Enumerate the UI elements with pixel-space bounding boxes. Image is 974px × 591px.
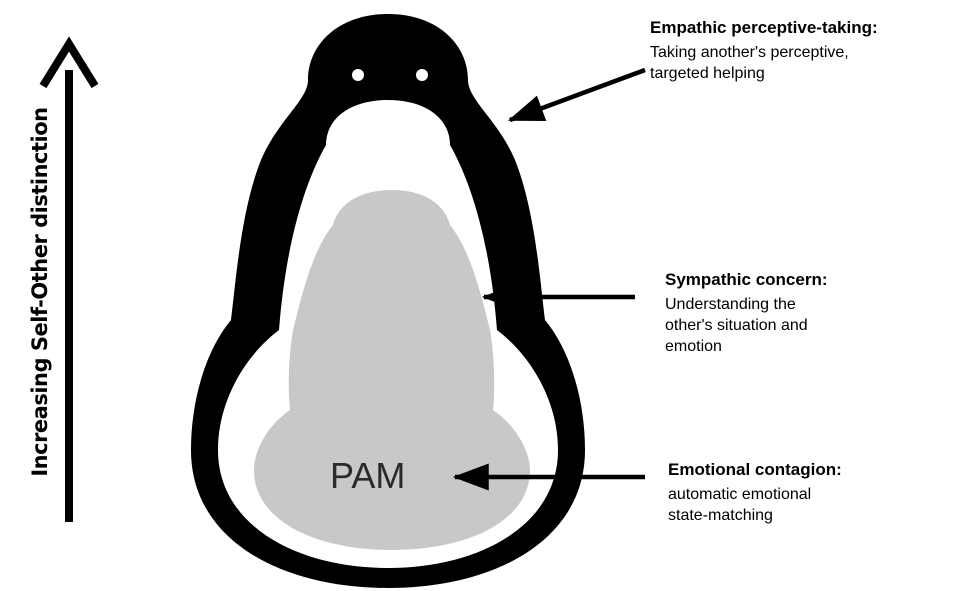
callout-line: emotion — [665, 338, 722, 355]
callout-title: Sympathic concern: — [665, 270, 828, 289]
left-eye-dot — [352, 69, 364, 81]
callout-line: automatic emotional — [668, 486, 812, 503]
callout-line: Understanding the — [665, 296, 796, 313]
core-label: PAM — [330, 455, 406, 496]
callout-line: other's situation and — [665, 317, 808, 334]
inner-core-shape — [254, 190, 530, 550]
axis-label: Increasing Self-Other distinction — [28, 107, 52, 477]
callout-perspective-taking: Empathic perceptive-taking: Taking anoth… — [650, 18, 878, 84]
callout-description: Taking another's perceptive, targeted he… — [650, 42, 878, 84]
right-eye-dot — [416, 69, 428, 81]
callout-line: targeted helping — [650, 65, 765, 82]
arrow-perspective-taking — [507, 67, 646, 123]
callout-description: automatic emotional state-matching — [668, 484, 842, 526]
callout-title: Empathic perceptive-taking: — [650, 18, 878, 37]
self-other-axis-arrow — [39, 36, 99, 522]
callout-line: state-matching — [668, 507, 773, 524]
callout-description: Understanding the other's situation and … — [665, 294, 828, 357]
callout-line: Taking another's perceptive, — [650, 44, 849, 61]
callout-title: Emotional contagion: — [668, 460, 842, 479]
callout-emotional-contagion: Emotional contagion: automatic emotional… — [668, 460, 842, 526]
callout-sympathic-concern: Sympathic concern: Understanding the oth… — [665, 270, 828, 357]
